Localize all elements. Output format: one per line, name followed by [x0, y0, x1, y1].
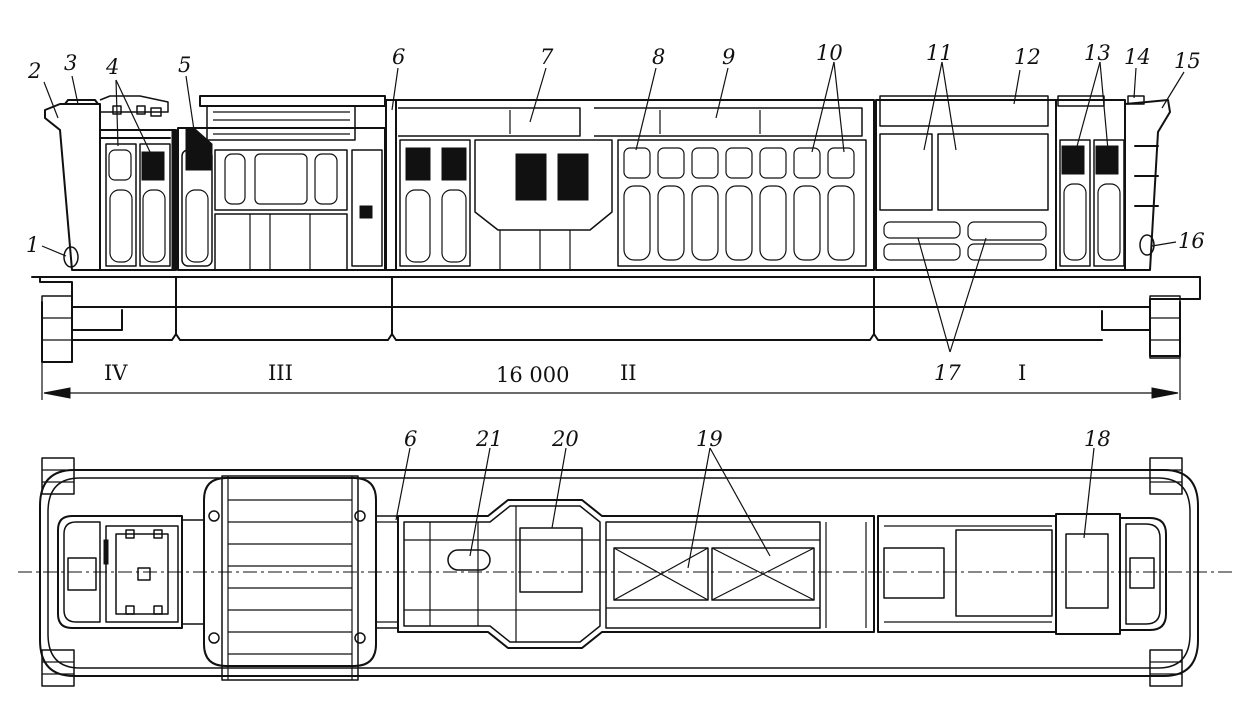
callout-12: 12 — [1014, 45, 1041, 69]
callout-9: 9 — [722, 45, 735, 69]
callout-18: 18 — [1084, 427, 1111, 451]
cooling-slats — [227, 476, 353, 680]
side-view: 1 2 3 4 5 6 7 8 9 10 11 12 13 14 15 16 1… — [26, 41, 1205, 400]
callout-8: 8 — [652, 45, 665, 69]
callout-5: 5 — [178, 53, 191, 77]
callout-20: 20 — [551, 427, 579, 451]
callout-14: 14 — [1124, 45, 1151, 69]
plan-view: 6 21 20 19 18 — [18, 427, 1236, 687]
callout-4: 4 — [105, 55, 119, 79]
callout-11: 11 — [926, 41, 953, 65]
side-leader-lines — [41, 61, 1185, 353]
callout-1: 1 — [26, 233, 39, 257]
section-label-iii: III — [268, 361, 293, 385]
callout-6-plan: 6 — [404, 427, 417, 451]
section-label-i: I — [1018, 361, 1026, 385]
callout-21: 21 — [475, 427, 503, 451]
callout-15: 15 — [1174, 49, 1201, 73]
callout-6-side: 6 — [392, 45, 405, 69]
side-louver-panels — [623, 147, 855, 261]
callout-10: 10 — [816, 41, 843, 65]
overall-length-dimension: 16 000 — [496, 363, 569, 387]
section-label-iv: IV — [104, 361, 128, 385]
section-label-ii: II — [620, 361, 637, 385]
callout-17: 17 — [934, 361, 961, 385]
callout-13: 13 — [1084, 41, 1111, 65]
callout-3: 3 — [64, 51, 77, 75]
callout-19: 19 — [696, 427, 723, 451]
callout-2: 2 — [27, 59, 41, 83]
callout-16: 16 — [1178, 229, 1205, 253]
plan-leader-lines — [395, 447, 1095, 569]
callout-7: 7 — [540, 45, 554, 69]
